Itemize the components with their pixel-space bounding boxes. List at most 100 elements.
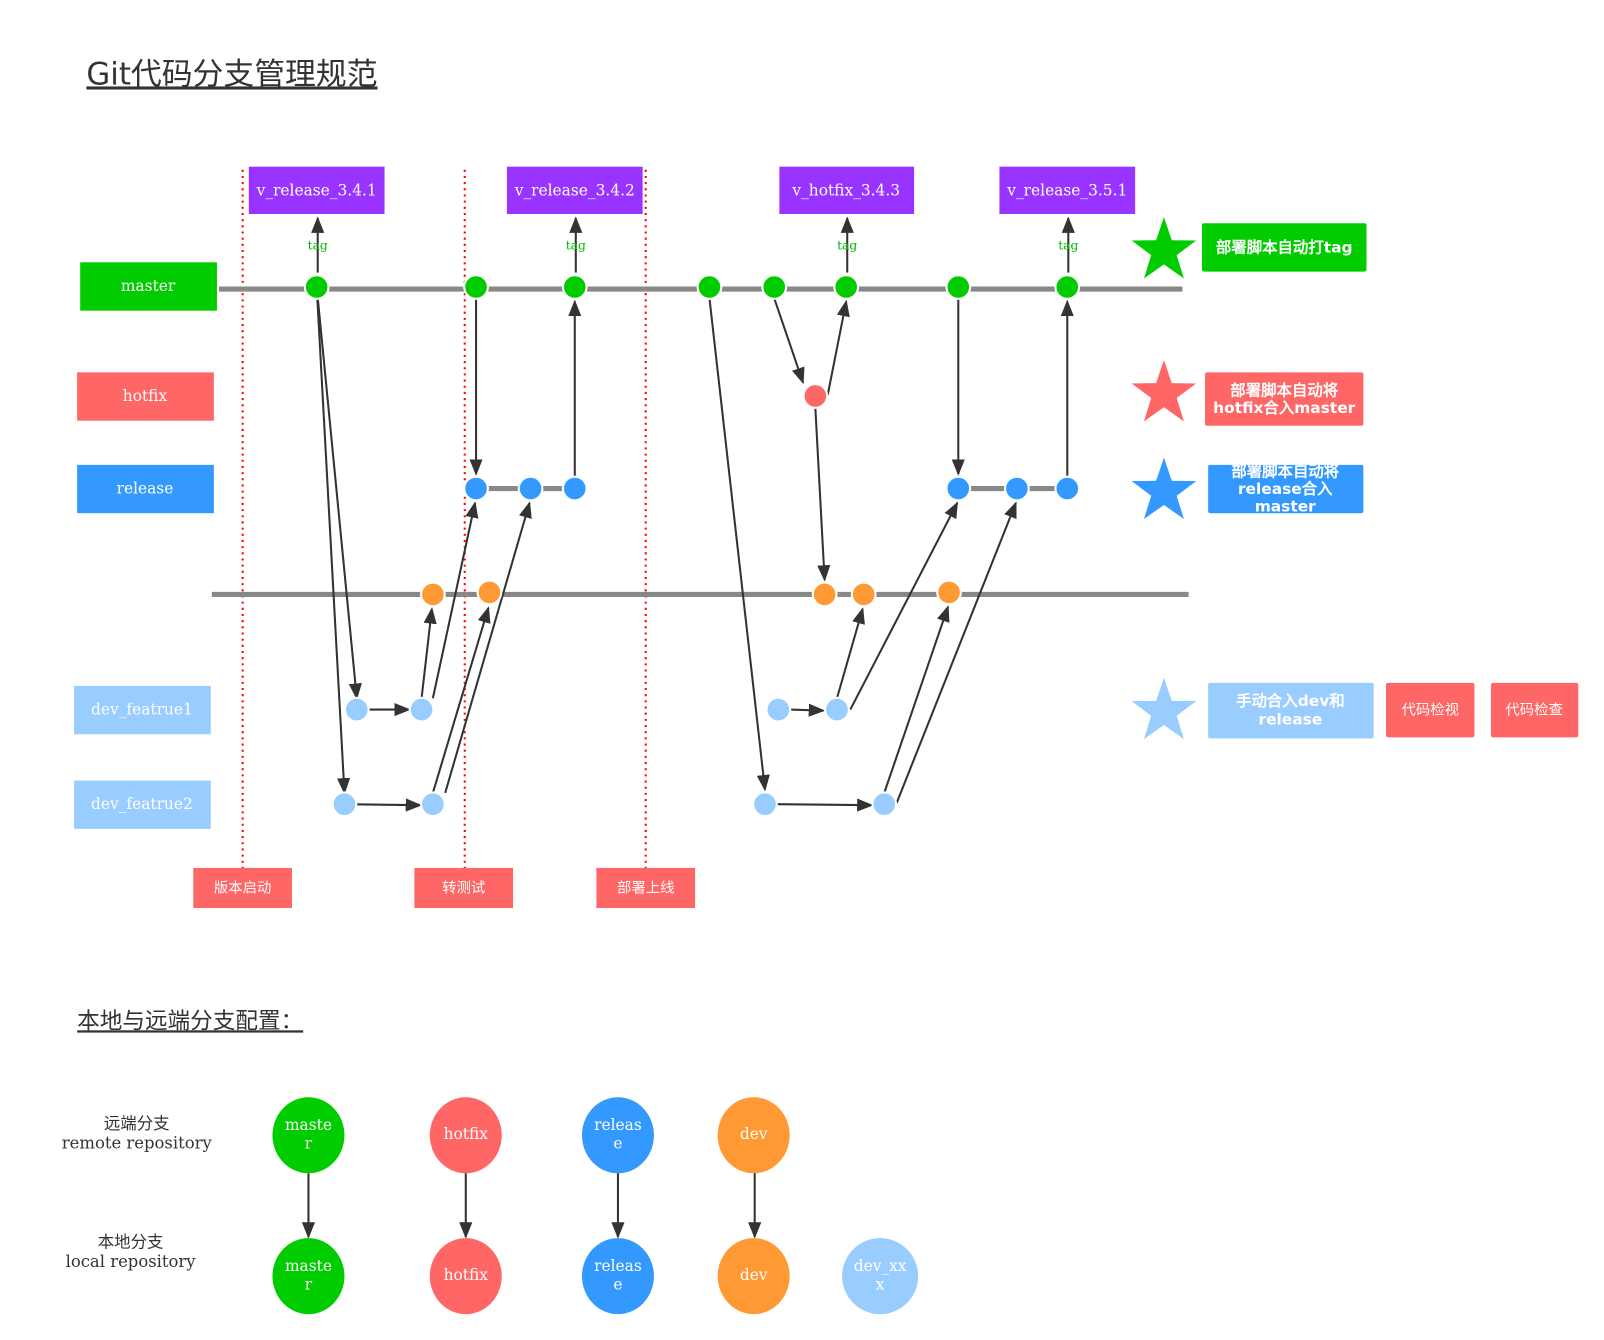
legend-hotfix-text-2: hotfix合入master: [1213, 398, 1356, 417]
local-label-en: local repository: [66, 1252, 197, 1271]
legend-auto-tag: [1201, 223, 1367, 272]
merge-arrow: [315, 286, 362, 700]
tag-arrow-labels: tag tag tag tag: [308, 238, 1079, 252]
commits: [303, 274, 1081, 818]
tag-box-4: [999, 166, 1136, 214]
branch-release-label: release: [117, 480, 174, 498]
release-commit: [463, 475, 489, 502]
dev-commit: [420, 581, 446, 608]
feature2-commit: [331, 791, 358, 818]
merge-arrow: [883, 605, 950, 794]
legend-hotfix-text-1: 部署脚本自动将: [1230, 380, 1338, 399]
merge-arrow: [431, 606, 491, 794]
master-commit: [463, 274, 489, 300]
feature1-commit: [408, 696, 435, 723]
merge-arrow: [814, 408, 831, 582]
branch-ellipse: [842, 1238, 919, 1315]
repo-arrows: [301, 1171, 762, 1239]
branch-hotfix-label: hotfix: [123, 387, 168, 405]
legend-release-text-2: release合入: [1238, 479, 1333, 498]
node-label: dev_xx: [854, 1257, 907, 1275]
branch-feature2-label: dev_featrue2: [91, 795, 193, 813]
release-commit: [945, 475, 972, 502]
stage-test-label: 转测试: [442, 879, 485, 896]
branch-ellipse: [272, 1238, 345, 1315]
node-label: releas: [594, 1257, 642, 1275]
merge-arrow: [431, 501, 479, 699]
merge-arrow: [835, 607, 865, 699]
lightblue-star-icon: [1131, 677, 1197, 740]
remote-master-node: master: [272, 1097, 345, 1174]
legend-manual-text-1: 手动合入dev和: [1236, 691, 1345, 710]
remote-hotfix-node: hotfix: [429, 1097, 502, 1174]
node-label: maste: [285, 1116, 332, 1134]
node-label: hotfix: [444, 1125, 489, 1143]
hotfix-commit: [802, 383, 829, 409]
merge-arrow: [849, 501, 959, 711]
node-label: x: [876, 1275, 885, 1293]
merge-arrow: [895, 501, 1017, 804]
tag-text-2: tag: [566, 238, 586, 252]
legend-release-text-1: 部署脚本自动将: [1231, 462, 1339, 481]
repo-section-title: 本地与远端分支配置：: [77, 1008, 303, 1034]
local-label-cn: 本地分支: [98, 1232, 164, 1251]
dev-commit: [936, 579, 962, 606]
remote-label-cn: 远端分支: [104, 1114, 170, 1133]
local-release-node: release: [581, 1238, 654, 1315]
release-commit: [517, 475, 544, 502]
dev-commit: [850, 581, 877, 608]
feature2-commit: [420, 791, 446, 818]
merge-arrow: [315, 286, 351, 795]
local-dev-node: dev: [717, 1238, 790, 1315]
stage-labels: 版本启动 转测试 部署上线: [193, 867, 696, 909]
tag-boxes: v_release_3.4.1 v_release_3.4.2 v_hotfix…: [248, 166, 1136, 214]
dev-commit: [811, 581, 838, 608]
tag-box-3: [779, 166, 915, 214]
feature2-commit: [871, 791, 898, 818]
legend-manual-text-2: release: [1258, 710, 1322, 728]
tag-text-1: tag: [308, 238, 328, 252]
master-commit: [945, 274, 972, 300]
dev-commit: [476, 579, 503, 606]
feature1-commit: [824, 696, 850, 723]
merge-arrow: [790, 703, 826, 717]
master-commit: [303, 274, 330, 300]
legend-manual-merge: [1208, 682, 1374, 739]
node-label: dev: [740, 1125, 768, 1143]
remote-label-en: remote repository: [62, 1134, 213, 1153]
release-commit: [1004, 475, 1030, 502]
tag-label-3: v_hotfix_3.4.3: [791, 181, 900, 199]
green-star-icon: [1131, 217, 1197, 279]
tag-label-1: v_release_3.4.1: [256, 181, 377, 199]
merge-arrow: [420, 607, 437, 699]
merge-arrow: [773, 297, 805, 385]
feature2-commit: [752, 791, 778, 818]
merge-arrow: [826, 299, 850, 396]
tag-label-2: v_release_3.4.2: [514, 181, 635, 199]
branch-feature2: [74, 780, 211, 829]
node-label: r: [305, 1275, 313, 1293]
legend-release-merge: [1208, 464, 1364, 514]
branch-ellipse: [581, 1238, 654, 1315]
branch-feature1: [74, 685, 211, 735]
tag-text-3: tag: [837, 238, 857, 252]
legend-code-check-text: 代码检查: [1505, 702, 1563, 719]
branch-ellipse: [717, 1238, 790, 1315]
legend: 部署脚本自动打tag 部署脚本自动将 hotfix合入master 部署脚本自动…: [1131, 217, 1579, 740]
local-master-node: master: [272, 1238, 345, 1315]
node-label: hotfix: [444, 1266, 489, 1284]
node-label: r: [305, 1135, 313, 1153]
master-commit: [696, 274, 723, 300]
stage-test: [414, 867, 514, 909]
branch-ellipse: [581, 1097, 654, 1174]
tag-box-1: [248, 166, 385, 214]
stage-start: [193, 867, 293, 909]
legend-code-review: [1386, 682, 1475, 738]
branch-hotfix: [77, 372, 214, 421]
legend-hotfix-merge: [1205, 372, 1364, 426]
legend-code-review-text: 代码检视: [1401, 702, 1459, 719]
master-commit: [1054, 274, 1081, 300]
red-star-icon: [1131, 359, 1197, 422]
branch-ellipse: [429, 1238, 502, 1315]
